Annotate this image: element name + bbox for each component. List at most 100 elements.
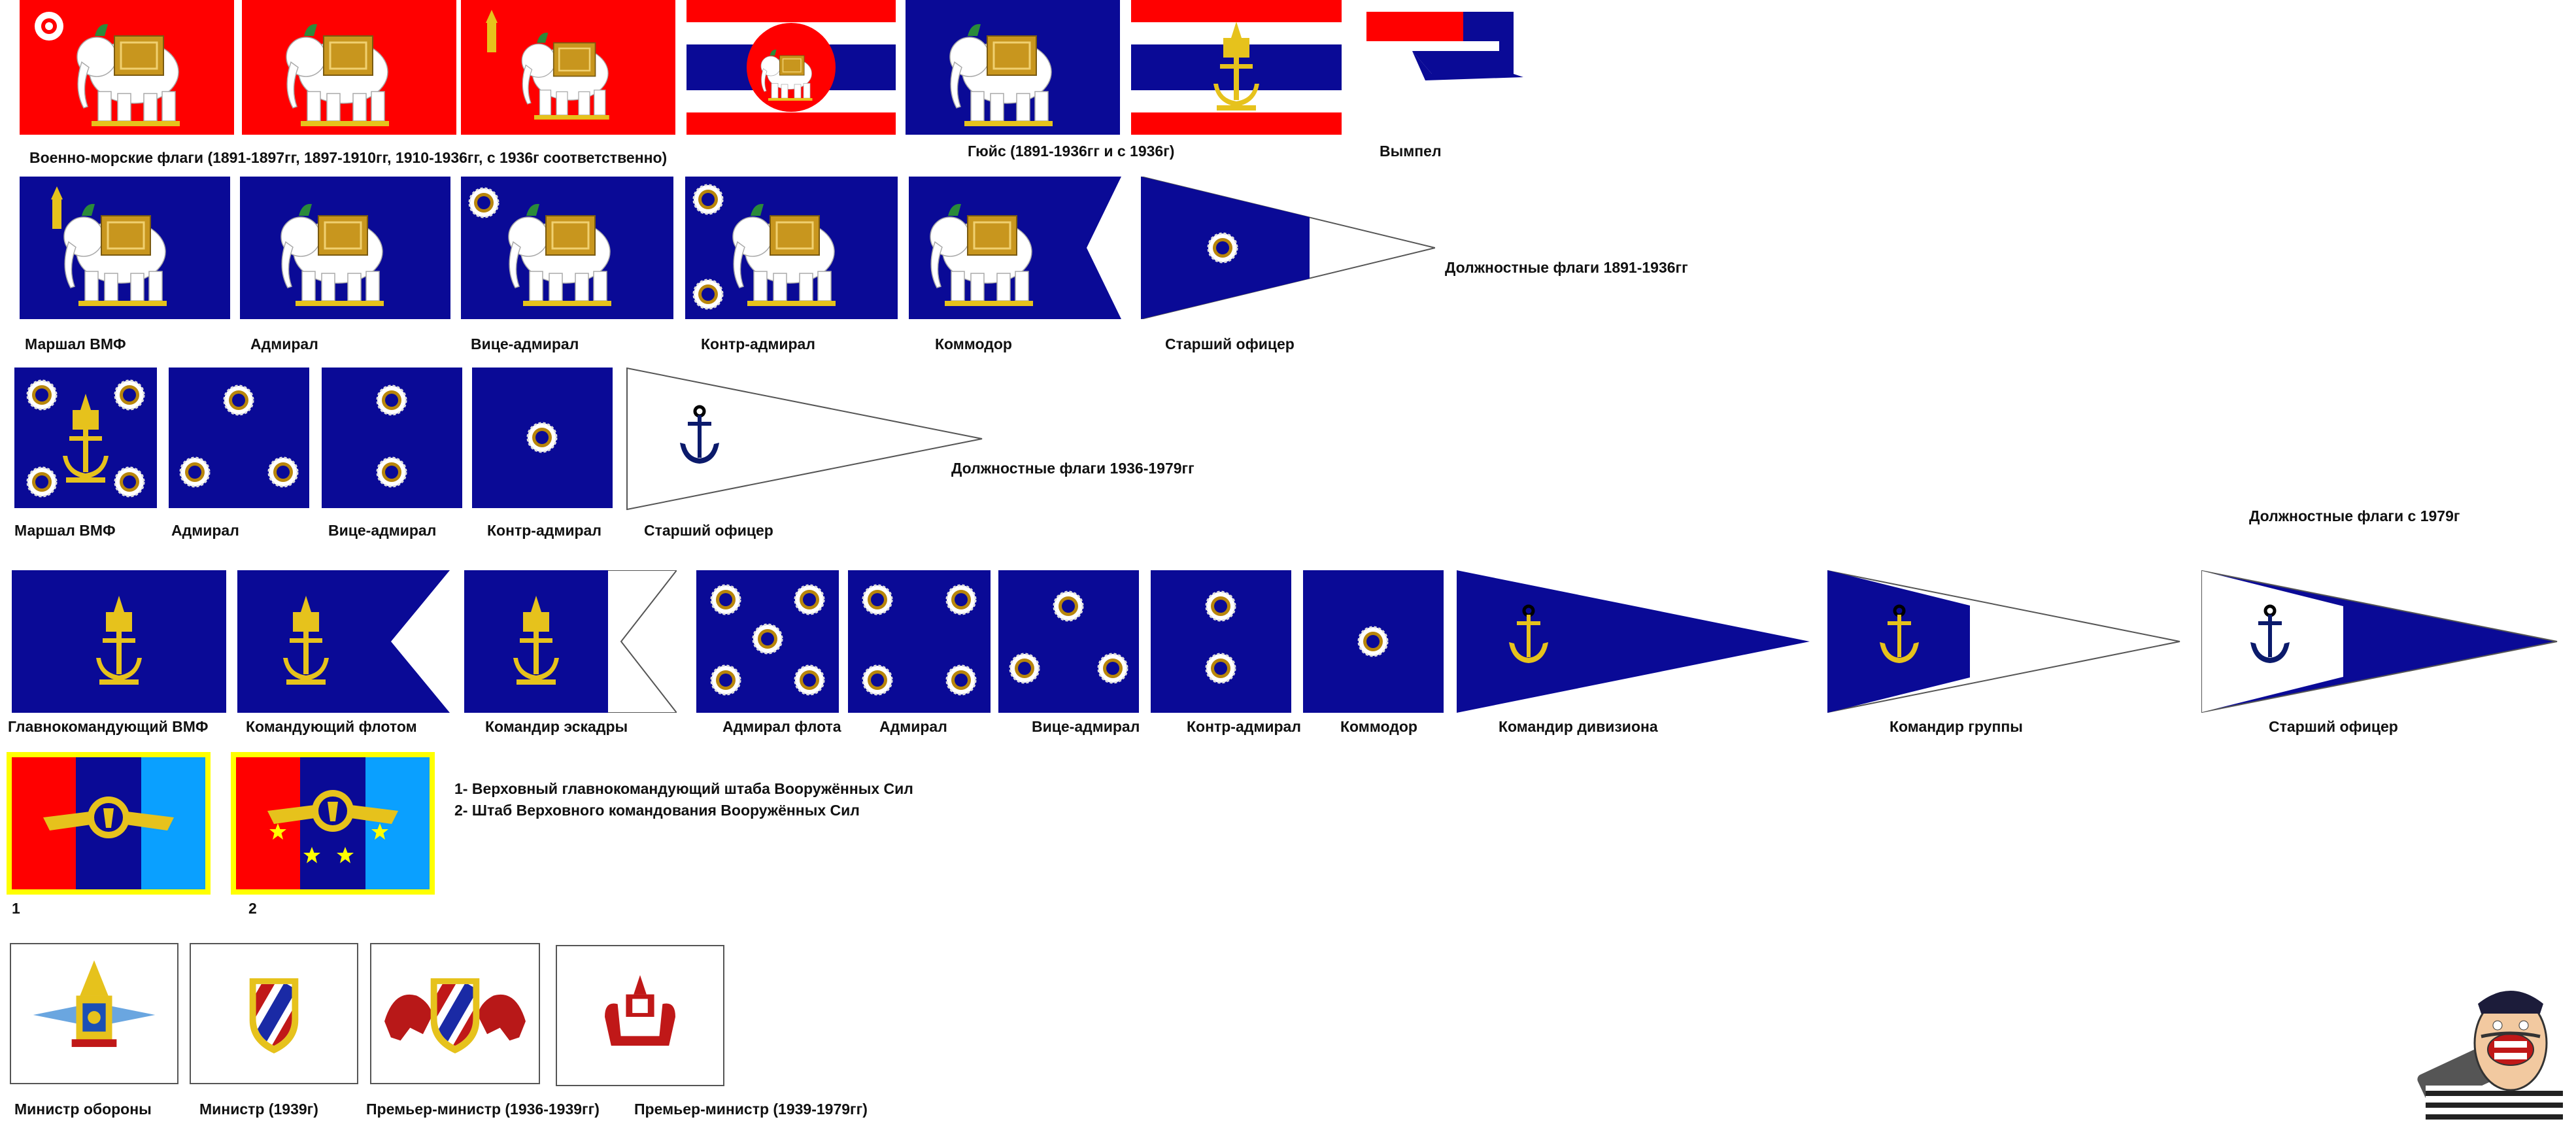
flag-commodore-1979 (1303, 570, 1444, 713)
flag-vice-admiral-1936 (322, 368, 462, 508)
flag-prime-minister-1936 (370, 943, 540, 1084)
wheel-icon (1009, 653, 1040, 684)
wheel-icon (468, 187, 500, 218)
label-rear-admiral-1936: Контр-адмирал (487, 522, 602, 539)
legend-2: 2- Штаб Верховного командования Вооружён… (454, 802, 860, 819)
naval-flag-1910 (461, 0, 675, 135)
label-prime-minister-1939: Премьер-министр (1939-1979гг) (634, 1101, 868, 1118)
naval-flag-1936 (686, 0, 896, 135)
label-senior-officer-1979: Старший офицер (2269, 718, 2398, 735)
naval-flags-label: Военно-морские флаги (1891-1897гг, 1897-… (29, 149, 668, 166)
wheel-icon (26, 379, 58, 411)
flag-rear-admiral-1979 (1151, 570, 1291, 713)
pennant (1366, 12, 1523, 90)
legend-1: 1- Верховный главнокомандующий штаба Воо… (454, 780, 913, 797)
flag-supreme-commander (7, 752, 211, 895)
jack-1936 (1131, 0, 1342, 135)
wheel-icon (1053, 591, 1084, 622)
defence-emblem-icon (33, 960, 156, 1048)
flag-vice-admiral-1891 (461, 177, 673, 319)
wheel-icon (114, 466, 145, 498)
flag-group-commander (1827, 570, 2180, 713)
label-fleet-commander: Командующий флотом (246, 718, 417, 735)
wheel-icon (710, 584, 741, 615)
flag-fleet-commander (237, 570, 450, 713)
lion-supporter-icon (384, 994, 526, 1041)
label-fleet-admiral: Адмирал флота (722, 718, 841, 735)
wheel-icon (1357, 626, 1389, 657)
label-senior-officer-1936: Старший офицер (644, 522, 773, 539)
flag-admiral-1936 (169, 368, 309, 508)
label-senior-officer-1891: Старший офицер (1165, 335, 1295, 352)
flag-marshal-1936 (14, 368, 157, 508)
wheel-icon (692, 184, 724, 215)
wheel-icon (223, 385, 254, 416)
flag-supreme-command-hq (231, 752, 435, 895)
wheel-icon (114, 379, 145, 411)
wheel-icon (267, 456, 299, 488)
label-admiral-1936: Адмирал (171, 522, 239, 539)
wheel-icon (179, 456, 211, 488)
row2-caption: Должностные флаги 1891-1936гг (1445, 259, 1688, 276)
throne-emblem-icon (605, 975, 675, 1046)
wheel-icon (862, 584, 893, 615)
legend-num-1: 1 (12, 900, 20, 917)
wheel-icon (1097, 653, 1128, 684)
flag-senior-officer-1891 (1141, 177, 1435, 319)
wheel-icon (692, 279, 724, 310)
wheel-icon (794, 664, 825, 696)
wheel-icon (26, 466, 58, 498)
naval-flag-1891 (20, 0, 234, 135)
flag-senior-officer-1979 (2201, 570, 2558, 713)
wheel-icon (1205, 653, 1236, 684)
label-commodore-1979: Коммодор (1340, 718, 1417, 735)
wheel-icon (794, 584, 825, 615)
wheel-icon (376, 456, 407, 488)
jack-label: Гюйс (1891-1936гг и с 1936г) (968, 143, 1175, 160)
crown-emblem-icon (486, 10, 498, 52)
flag-admiral-1979 (848, 570, 991, 713)
flag-commodore-1891 (909, 177, 1121, 319)
wheel-icon (1207, 232, 1238, 264)
flag-senior-officer-1936 (626, 368, 983, 510)
label-minister-1939: Министр (1939г) (199, 1101, 318, 1118)
flag-admiral-1891 (240, 177, 450, 319)
label-commodore-1891: Коммодор (935, 335, 1012, 352)
flag-commander-in-chief (12, 570, 226, 713)
wheel-icon (710, 664, 741, 696)
jack-1891-1936 (906, 0, 1120, 135)
flag-vice-admiral-1979 (998, 570, 1139, 713)
label-rear-admiral-1979: Контр-адмирал (1187, 718, 1301, 735)
label-marshal-1891: Маршал ВМФ (25, 335, 126, 352)
label-admiral-1891: Адмирал (250, 335, 318, 352)
label-vice-admiral-1979: Вице-адмирал (1032, 718, 1140, 735)
wheel-icon (526, 422, 558, 453)
flag-prime-minister-1939 (556, 945, 724, 1086)
flag-fleet-admiral (696, 570, 839, 713)
naval-flag-1897 (242, 0, 456, 135)
flag-marshal-1891 (20, 177, 230, 319)
legend-num-2: 2 (248, 900, 257, 917)
label-squadron-commander: Командир эскадры (485, 718, 628, 735)
flag-minister-1939 (190, 943, 358, 1084)
label-division-commander: Командир дивизиона (1499, 718, 1658, 735)
flag-rear-admiral-1891 (685, 177, 898, 319)
row4-caption: Должностные флаги с 1979г (2249, 507, 2460, 524)
label-admiral-1979: Адмирал (879, 718, 947, 735)
wheel-icon (1205, 591, 1236, 622)
wheel-icon (945, 584, 977, 615)
label-vice-admiral-1936: Вице-адмирал (328, 522, 437, 539)
wheel-icon (376, 385, 407, 416)
crown-emblem-icon (51, 186, 63, 229)
label-commander-in-chief: Главнокомандующий ВМФ (8, 718, 209, 735)
label-defence-minister: Министр обороны (14, 1101, 152, 1118)
white-wheel-icon (35, 12, 63, 41)
label-group-commander: Командир группы (1890, 718, 2023, 735)
flag-rear-admiral-1936 (472, 368, 613, 508)
wheel-icon (945, 664, 977, 696)
label-vice-admiral-1891: Вице-адмирал (471, 335, 579, 352)
sailor-caricature-image (2413, 974, 2569, 1126)
label-rear-admiral-1891: Контр-адмирал (701, 335, 815, 352)
pennant-label: Вымпел (1380, 143, 1442, 160)
flag-squadron-commander (464, 570, 677, 713)
